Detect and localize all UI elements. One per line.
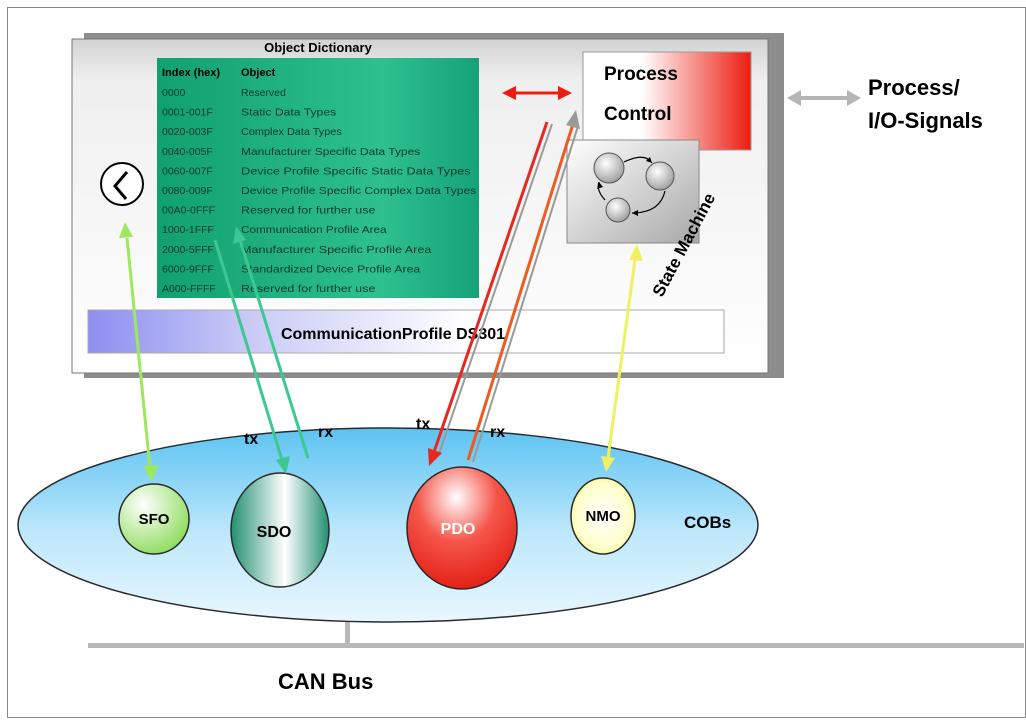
od-row: 6000-9FFF Standardized Device Profile Are… [162, 263, 420, 275]
od-row-index: 0040-005F [162, 146, 213, 158]
sdo-rx-arrow [233, 226, 310, 459]
clock-icon [100, 162, 144, 206]
sfo-node [118, 483, 190, 555]
od-table [157, 58, 479, 298]
process-control-box [582, 51, 752, 151]
od-row-index: 00A0-0FFF [162, 205, 215, 217]
od-row-index: 0060-007F [162, 165, 213, 177]
od-row: 00A0-0FFF Reserved for further use [162, 205, 376, 217]
od-header-index: Index (hex) [162, 67, 220, 79]
od-row-index: 2000-5FFF [162, 244, 214, 256]
od-row-object: Device Profile Specific Complex Data Typ… [241, 185, 476, 197]
od-row-index: 6000-9FFF [162, 263, 214, 275]
comm-profile-bar [87, 309, 725, 354]
od-row: 0000 Reserved [162, 87, 286, 99]
sdo-label: SDO [257, 524, 292, 541]
sdo-tx-label: tx [244, 431, 258, 448]
sfo-arrow [119, 222, 158, 482]
nmo-node [570, 477, 636, 555]
pdo-node [406, 466, 518, 590]
od-row-index: A000-FFFF [162, 283, 216, 295]
cobs-ellipse [17, 427, 759, 623]
od-row: 0020-003F Complex Data Types [162, 126, 342, 138]
od-title: Object Dictionary [264, 40, 372, 55]
nmo-arrow [601, 244, 643, 472]
pdo-tx-label: tx [416, 416, 430, 433]
sdo-rx-label: rx [318, 424, 333, 441]
od-row-object: Manufacturer Specific Data Types [241, 146, 420, 158]
od-row-index: 0080-009F [162, 185, 213, 197]
od-row-object: Standardized Device Profile Area [241, 263, 420, 275]
sfo-label: SFO [139, 511, 170, 528]
io-signals-line1: Process/ [868, 75, 960, 100]
od-row-index: 0020-003F [162, 126, 213, 138]
od-row: 0001-001F Static Data Types [162, 107, 336, 119]
od-row: 0080-009F Device Profile Specific Complex… [162, 185, 476, 197]
state-machine-icon [593, 152, 675, 223]
state-machine-box [566, 139, 700, 244]
cobs-label: COBs [684, 513, 731, 532]
od-process-arrow [502, 86, 572, 100]
od-row: 0060-007F Device Profile Specific Static … [162, 165, 471, 177]
od-row: A000-FFFF Reserved for further use [162, 283, 376, 295]
od-row-index: 0000 [162, 87, 186, 99]
sdo-tx-arrow [213, 239, 290, 474]
process-control-line2: Control [604, 104, 672, 125]
od-row-object: Complex Data Types [241, 126, 342, 138]
od-row-object: Communication Profile Area [241, 224, 387, 236]
od-row-object: Reserved [241, 87, 286, 99]
can-bus-label: CAN Bus [278, 669, 373, 694]
od-row: 1000-1FFF Communication Profile Area [162, 224, 387, 236]
od-row-object: Static Data Types [241, 107, 336, 119]
od-header-object: Object [241, 67, 276, 79]
io-signals-line2: I/O-Signals [868, 108, 983, 133]
od-row-object: Manufacturer Specific Profile Area [241, 244, 432, 256]
sdo-node [230, 472, 330, 588]
pdo-tx-arrow [428, 121, 553, 466]
od-header: Index (hex) Object [162, 67, 276, 79]
od-row-index: 0001-001F [162, 107, 213, 119]
pdo-rx-label: rx [490, 424, 505, 441]
od-row: 2000-5FFF Manufacturer Specific Profile A… [162, 244, 432, 256]
can-bus-line [88, 643, 1024, 648]
pdo-label: PDO [441, 521, 476, 538]
od-row-object: Reserved for further use [241, 205, 376, 217]
io-signal-arrow [787, 90, 861, 106]
process-control-line1: Process [604, 64, 678, 85]
nmo-label: NMO [586, 508, 621, 525]
can-bus-stub [345, 618, 350, 645]
comm-profile-label: CommunicationProfile DS301 [281, 326, 505, 343]
pdo-rx-arrow [466, 110, 580, 463]
od-row-object: Reserved for further use [241, 283, 376, 295]
od-row-object: Device Profile Specific Static Data Type… [241, 165, 471, 177]
od-row: 0040-005F Manufacturer Specific Data Type… [162, 146, 420, 158]
od-row-index: 1000-1FFF [162, 224, 214, 236]
